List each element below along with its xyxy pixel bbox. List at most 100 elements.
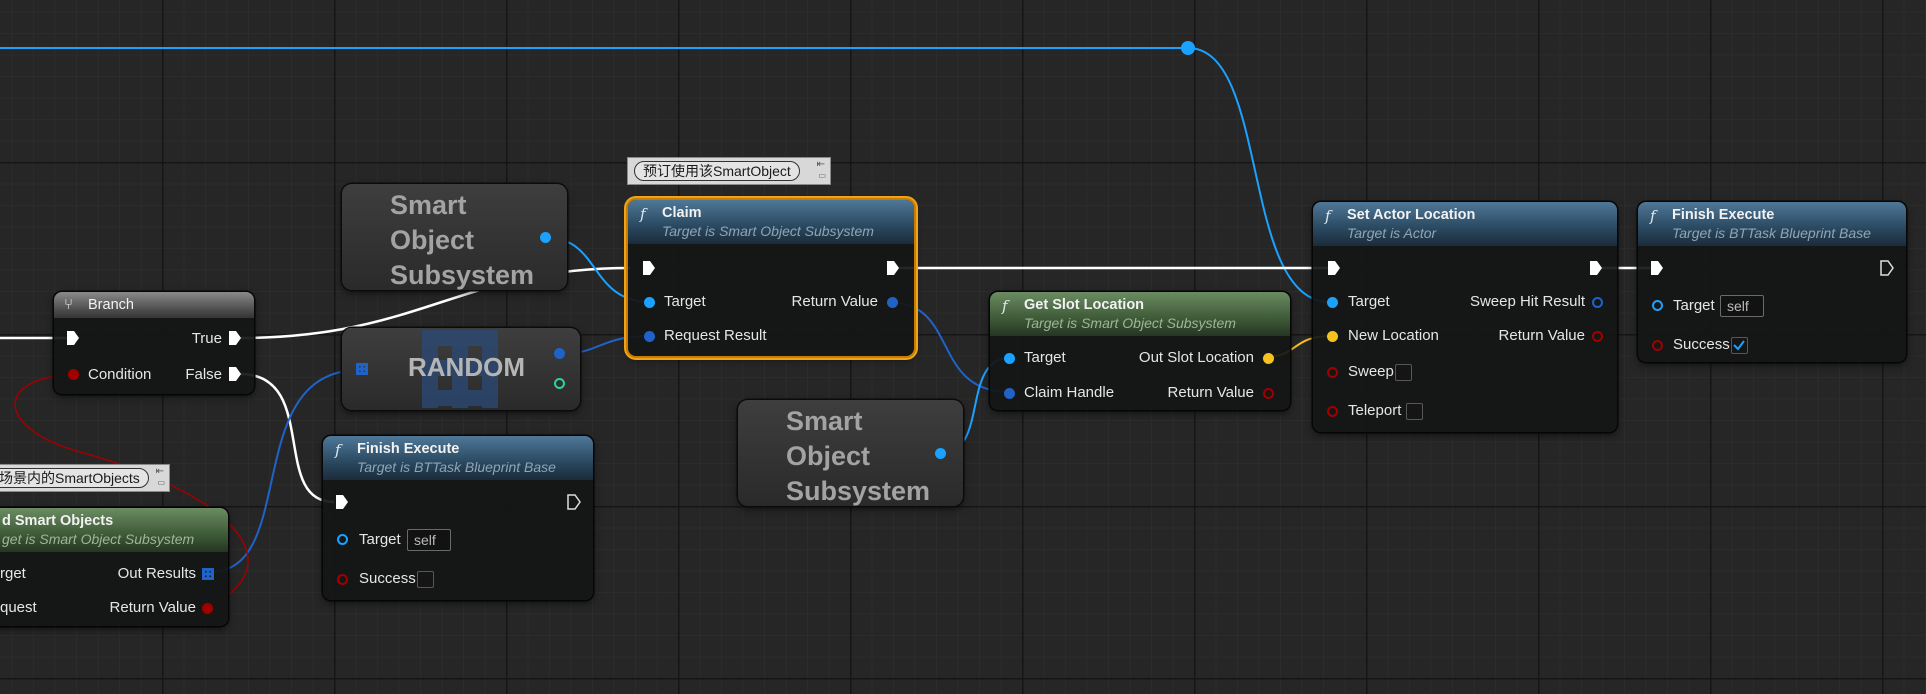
branch-header[interactable]: ⑂ Branch — [54, 292, 254, 318]
array-input-pin[interactable] — [356, 363, 368, 375]
exec-out-pin[interactable] — [1880, 260, 1894, 276]
find-comment-bubble[interactable]: 场景内的SmartObjects ⇤ ▭ — [0, 464, 170, 492]
condition-pin[interactable] — [68, 369, 79, 380]
sweep-pin[interactable] — [1327, 367, 1338, 378]
sweep-label: Sweep — [1348, 363, 1394, 380]
success-pin[interactable] — [1652, 340, 1663, 351]
exec-in-pin[interactable] — [335, 494, 349, 510]
finish-execute-header[interactable]: f Finish Execute Target is BTTask Bluepr… — [1638, 202, 1906, 246]
return-value-label: Return Value — [791, 293, 878, 310]
exec-in-pin[interactable] — [1650, 260, 1664, 276]
wire-exec-true-claim — [239, 266, 631, 340]
finish-execute-node-2[interactable]: f Finish Execute Target is BTTask Bluepr… — [1638, 202, 1906, 362]
claim-comment-bubble[interactable]: 预订使用该SmartObject ⇤ ▭ — [627, 157, 831, 185]
exec-true-pin[interactable] — [228, 330, 242, 346]
success-pin[interactable] — [337, 574, 348, 585]
smart-object-subsystem-getter-1[interactable]: Smart Object Subsystem — [342, 184, 567, 290]
wire-condition — [14, 373, 249, 607]
sweep-checkbox[interactable] — [1395, 364, 1412, 381]
condition-label: Condition — [88, 366, 152, 383]
find-subtitle: get is Smart Object Subsystem — [2, 531, 195, 547]
exec-false-pin[interactable] — [228, 366, 242, 382]
finish-execute-subtitle: Target is BTTask Blueprint Base — [357, 459, 556, 475]
smart-object-subsystem-getter-2[interactable]: Smart Object Subsystem — [738, 400, 963, 506]
new-location-pin[interactable] — [1327, 331, 1338, 342]
target-pin[interactable] — [1652, 300, 1663, 311]
set-actor-location-header[interactable]: f Set Actor Location Target is Actor — [1313, 202, 1617, 246]
teleport-checkbox[interactable] — [1406, 403, 1423, 420]
return-value-pin[interactable] — [887, 297, 898, 308]
success-checkbox[interactable] — [1731, 337, 1748, 354]
random-grid-icon — [422, 330, 498, 408]
comment-collapse-icon[interactable]: ▭ — [818, 171, 826, 180]
claim-node[interactable]: f Claim Target is Smart Object Subsystem… — [628, 200, 914, 356]
exec-in-pin[interactable] — [66, 330, 80, 346]
return-value-pin[interactable] — [1263, 388, 1274, 399]
comment-pin-icon[interactable]: ⇤ — [155, 466, 164, 477]
get-slot-location-header[interactable]: f Get Slot Location Target is Smart Obje… — [990, 292, 1290, 336]
find-title: d Smart Objects — [2, 513, 114, 529]
subsystem-output-pin[interactable] — [935, 448, 946, 459]
target-label: rget — [0, 565, 26, 582]
finish-execute-node-1[interactable]: f Finish Execute Target is BTTask Bluepr… — [323, 436, 593, 600]
claim-subtitle: Target is Smart Object Subsystem — [662, 223, 874, 239]
return-value-pin[interactable] — [1592, 331, 1603, 342]
target-pin[interactable] — [644, 297, 655, 308]
target-self-field[interactable]: self — [407, 529, 451, 551]
function-icon: f — [1650, 207, 1656, 225]
subsystem-label-line3: Subsystem — [786, 476, 931, 506]
target-label: Target — [664, 293, 706, 310]
exec-out-pin[interactable] — [567, 494, 581, 510]
checkmark-icon — [1733, 340, 1745, 351]
teleport-pin[interactable] — [1327, 406, 1338, 417]
out-results-label: Out Results — [117, 565, 196, 582]
function-icon: f — [1002, 297, 1008, 315]
comment-collapse-icon[interactable]: ▭ — [157, 478, 165, 487]
reroute-knot[interactable] — [1181, 41, 1195, 55]
random-wildcard-pin[interactable] — [554, 378, 565, 389]
success-checkbox[interactable] — [417, 571, 434, 588]
claim-comment-text: 预订使用该SmartObject — [634, 161, 800, 181]
out-slot-location-label: Out Slot Location — [1138, 349, 1254, 366]
exec-in-pin[interactable] — [1327, 260, 1341, 276]
finish-execute-header[interactable]: f Finish Execute Target is BTTask Bluepr… — [323, 436, 593, 480]
return-value-label: Return Value — [1498, 327, 1585, 344]
set-actor-location-node[interactable]: f Set Actor Location Target is Actor Tar… — [1313, 202, 1617, 432]
target-pin[interactable] — [1004, 353, 1015, 364]
target-self-field[interactable]: self — [1720, 295, 1764, 317]
exec-out-pin[interactable] — [886, 260, 900, 276]
branch-node[interactable]: ⑂ Branch True Condition False — [54, 292, 254, 394]
exec-out-pin[interactable] — [1589, 260, 1603, 276]
find-header[interactable]: d Smart Objects get is Smart Object Subs… — [0, 508, 228, 552]
out-slot-location-pin[interactable] — [1263, 353, 1274, 364]
target-label: Target — [1673, 297, 1715, 314]
out-results-array-pin[interactable] — [202, 568, 214, 580]
branch-icon: ⑂ — [64, 296, 74, 313]
request-label: quest — [0, 599, 37, 616]
find-smart-objects-node[interactable]: d Smart Objects get is Smart Object Subs… — [0, 508, 228, 626]
get-slot-location-node[interactable]: f Get Slot Location Target is Smart Obje… — [990, 292, 1290, 410]
random-output-pin[interactable] — [554, 348, 565, 359]
find-comment-text: 场景内的SmartObjects — [0, 468, 149, 488]
subsystem-label-line2: Object — [390, 225, 475, 255]
sweep-hit-result-pin[interactable] — [1592, 297, 1603, 308]
wire-exec-false-finish — [239, 372, 335, 504]
comment-pin-icon[interactable]: ⇤ — [816, 159, 825, 170]
target-label: Target — [359, 531, 401, 548]
target-pin[interactable] — [337, 534, 348, 545]
claim-handle-pin[interactable] — [1004, 388, 1015, 399]
claim-header[interactable]: f Claim Target is Smart Object Subsystem — [628, 200, 914, 244]
claim-title: Claim — [662, 205, 702, 221]
true-label: True — [191, 330, 222, 347]
wire-outresults-random — [209, 369, 361, 573]
target-pin[interactable] — [1327, 297, 1338, 308]
return-value-pin[interactable] — [202, 603, 213, 614]
request-result-pin[interactable] — [644, 331, 655, 342]
subsystem-output-pin[interactable] — [540, 232, 551, 243]
function-icon: f — [1325, 207, 1331, 225]
random-node[interactable]: RANDOM — [342, 328, 580, 410]
claim-handle-label: Claim Handle — [1024, 384, 1115, 401]
exec-in-pin[interactable] — [642, 260, 656, 276]
false-label: False — [185, 366, 222, 383]
set-actor-location-title: Set Actor Location — [1347, 207, 1476, 223]
